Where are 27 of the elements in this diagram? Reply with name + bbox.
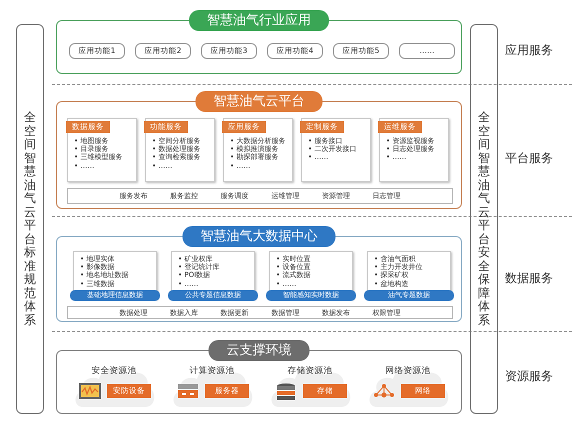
- service-card: [223, 118, 293, 182]
- data-card: [367, 251, 451, 299]
- layer-title: 云支撑环境: [208, 340, 310, 361]
- pool-title: 存储资源池: [286, 365, 334, 377]
- data-card: [269, 251, 353, 299]
- pool-title: 计算资源池: [188, 365, 236, 377]
- service-card: [379, 118, 449, 182]
- pool-title: 安全资源池: [90, 365, 138, 377]
- function-strip: [67, 188, 453, 204]
- layer-title: 智慧油气云平台: [196, 91, 322, 112]
- layer-title: 智慧油气大数据中心: [182, 226, 336, 247]
- layer-label: 应用服务: [505, 42, 553, 59]
- layer-title: 智慧油气行业应用: [189, 10, 329, 31]
- side-panel: [470, 24, 498, 414]
- function-strip: [67, 306, 453, 319]
- service-card: [301, 118, 371, 182]
- vertical-title: 全空间智慧油气云平台标准规范体系: [24, 111, 36, 327]
- side-panel: [16, 24, 44, 414]
- service-card: [67, 118, 137, 182]
- layer-label: 资源服务: [505, 368, 553, 385]
- layer-label: 数据服务: [505, 270, 553, 287]
- data-card: [73, 251, 157, 299]
- pool-title: 网络资源池: [384, 365, 432, 377]
- vertical-title: 全空间智慧油气云平台安全保障体系: [478, 111, 490, 327]
- layer-label: 平台服务: [505, 150, 553, 167]
- service-card: [145, 118, 215, 182]
- data-card: [171, 251, 255, 299]
